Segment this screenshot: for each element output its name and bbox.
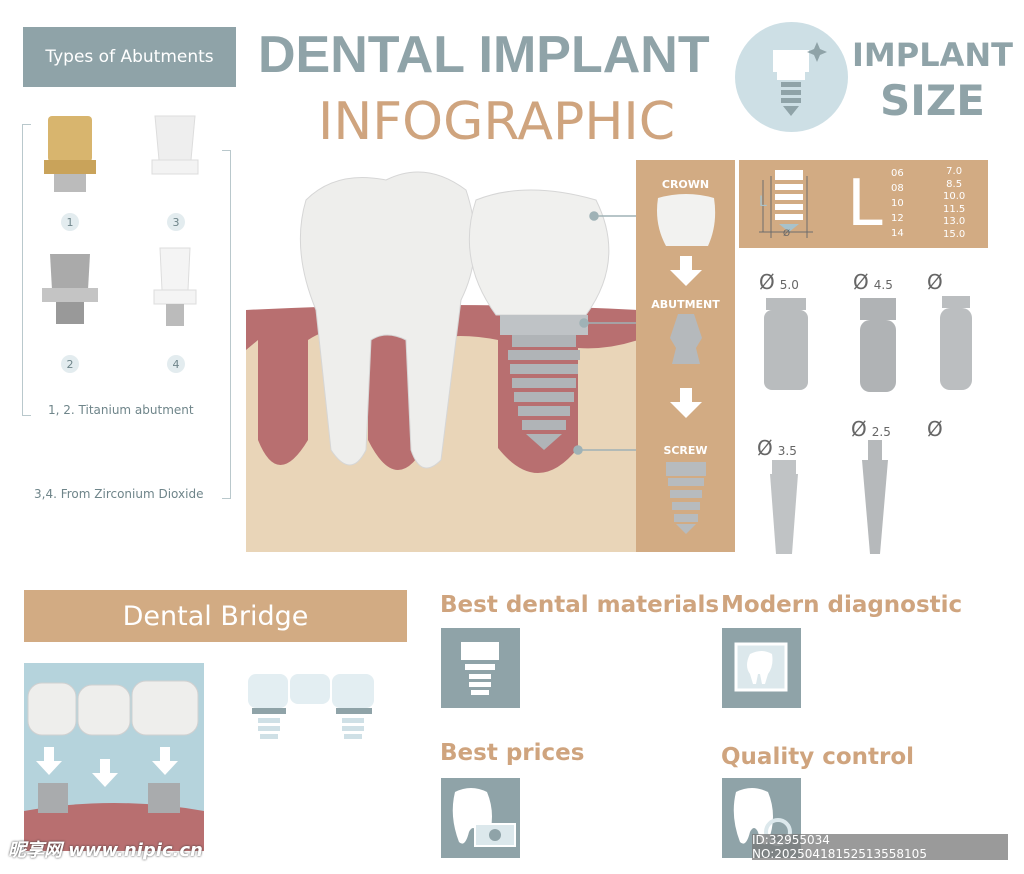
natural-tooth [299, 171, 476, 469]
screw-label: SCREW [663, 444, 708, 457]
length-code: 06 [891, 168, 904, 179]
implant-size-line1: IMPLANT [852, 36, 1013, 74]
dental-bridge-heading: Dental Bridge [24, 590, 407, 642]
abutment-label: ABUTMENT [651, 298, 720, 311]
dental-bridge-illustration [24, 663, 204, 851]
implant-size-line2: SIZE [879, 76, 985, 125]
crown-label: CROWN [661, 178, 710, 191]
zirconium-note: 3,4. From Zirconium Dioxide [32, 487, 206, 501]
feature-title: Quality control [721, 744, 915, 770]
length-mm-value: 7.0 [946, 166, 963, 177]
implant-variants [764, 296, 972, 554]
length-mm-value: 13.0 [943, 216, 966, 227]
title-infographic: INFOGRAPHIC [318, 92, 676, 152]
abutment-2 [42, 254, 98, 324]
feature-title: Modern diagnostic [721, 592, 963, 618]
title-dental-implant: DENTAL IMPLANT [258, 26, 710, 84]
watermark-id: ID:32955034 NO:20250418152513558105 [752, 833, 1008, 861]
implant-icon-circle [735, 22, 848, 132]
abutment-illustrations [42, 115, 199, 326]
feature-title: Best prices [440, 740, 585, 766]
xray-diagnostic-icon [722, 628, 801, 708]
diameter-label: Ø [927, 417, 943, 441]
feature-title: Best dental materials [440, 592, 720, 618]
length-mm-value: 10.0 [943, 191, 966, 202]
implant-icon [773, 42, 827, 116]
abutment-number: 3 [167, 213, 185, 231]
length-code: 14 [891, 228, 904, 239]
arrow-down-icon [670, 388, 702, 418]
titanium-note: 1, 2. Titanium abutment [46, 403, 196, 417]
abutment-4 [153, 247, 197, 326]
arrow-down-icon [36, 747, 178, 787]
length-code: 10 [891, 198, 904, 209]
length-code: 08 [891, 183, 904, 194]
components-panel: CROWN ABUTMENT SCREW [636, 160, 735, 552]
dimension-diameter: Ø [783, 229, 791, 239]
length-code: 12 [891, 213, 904, 224]
implant-materials-icon [441, 628, 520, 708]
types-of-abutments-label: Types of Abutments [23, 27, 236, 87]
bracket-titanium [22, 124, 31, 416]
diameter-label: Ø [927, 270, 943, 294]
abutment-1 [44, 116, 96, 192]
quality-control-icon [722, 778, 801, 858]
bracket-zirconium [222, 150, 231, 499]
length-codes: 06 08 10 12 14 [891, 166, 904, 241]
implant-cross-section [246, 171, 638, 552]
abutment-number: 4 [167, 355, 185, 373]
component-illustrations [657, 194, 716, 534]
length-mm-value: 11.5 [943, 203, 966, 215]
pointer-lines [573, 211, 638, 455]
best-prices-icon [441, 778, 520, 858]
implant-dimension-icon [759, 170, 813, 238]
abutment-number: 1 [61, 213, 79, 231]
implant-abutment [500, 315, 588, 335]
implant-crown [468, 189, 610, 316]
watermark-logo: 昵享网 www.nipic.cn [8, 840, 203, 861]
length-mm-value: 8.5 [946, 178, 963, 190]
abutment-number: 2 [61, 355, 79, 373]
length-symbol: L [847, 167, 883, 241]
bridge-implant-icon [248, 674, 374, 739]
dimension-l: L [759, 194, 767, 210]
implant-screw [508, 335, 580, 450]
arrow-down-icon [670, 256, 702, 286]
abutment-3 [151, 115, 199, 175]
length-mm-value: 15.0 [943, 228, 966, 240]
